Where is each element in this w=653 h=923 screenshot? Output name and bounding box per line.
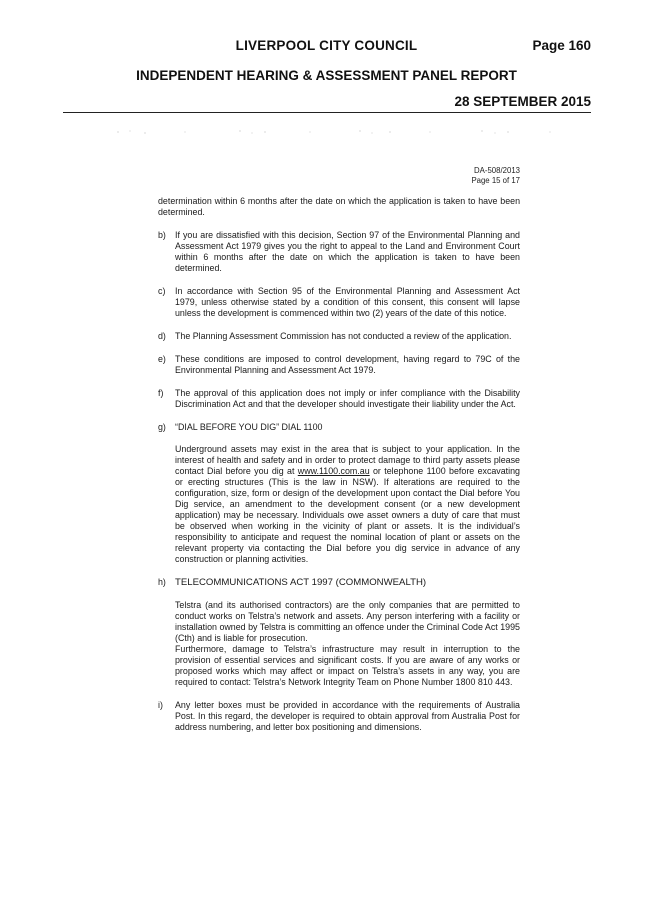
- item-text: Any letter boxes must be provided in acc…: [175, 700, 520, 732]
- item-text: If you are dissatisfied with this decisi…: [175, 230, 520, 273]
- list-item: c) In accordance with Section 95 of the …: [158, 286, 520, 319]
- item-label: f): [158, 388, 164, 398]
- item-text: These conditions are imposed to control …: [175, 354, 520, 375]
- header-date: 28 SEPTEMBER 2015: [454, 94, 591, 109]
- item-label: c): [158, 286, 166, 296]
- list-item: e) These conditions are imposed to contr…: [158, 354, 520, 376]
- item-text: The approval of this application does no…: [175, 388, 520, 409]
- telstra-text-2: Furthermore, damage to Telstra’s infrast…: [175, 644, 520, 687]
- list-item: f) The approval of this application does…: [158, 388, 520, 410]
- item-label: g): [158, 422, 166, 432]
- dial-text-after-link: or telephone 1100 before excavating or e…: [175, 466, 520, 564]
- header-rule: [63, 112, 591, 113]
- header-page-number: Page 160: [532, 38, 591, 53]
- item-label: i): [158, 700, 163, 710]
- item-heading: “DIAL BEFORE YOU DIG” DIAL 1100: [175, 422, 323, 432]
- list-item: b) If you are dissatisfied with this dec…: [158, 230, 520, 274]
- scan-specks: [117, 130, 551, 134]
- item-label: h): [158, 577, 166, 587]
- list-item-dial-before-you-dig: g) “DIAL BEFORE YOU DIG” DIAL 1100: [158, 422, 520, 433]
- item-heading: TELECOMMUNICATIONS ACT 1997 (COMMONWEALT…: [175, 577, 427, 588]
- item-text: In accordance with Section 95 of the Env…: [175, 286, 520, 318]
- telstra-text-1: Telstra (and its authorised contractors)…: [175, 600, 520, 643]
- item-label: e): [158, 354, 166, 364]
- conditions-body: determination within 6 months after the …: [158, 196, 520, 733]
- header-report-title: INDEPENDENT HEARING & ASSESSMENT PANEL R…: [136, 68, 517, 83]
- header-organization: LIVERPOOL CITY COUNCIL: [235, 38, 418, 53]
- dial-before-you-dig-link[interactable]: www.1100.com.au: [297, 466, 370, 476]
- item-text: The Planning Assessment Commission has n…: [175, 331, 512, 341]
- item-label: d): [158, 331, 166, 341]
- item-label: b): [158, 230, 166, 240]
- dial-before-you-dig-text: Underground assets may exist in the area…: [175, 444, 520, 565]
- document-reference: DA-508/2013 Page 15 of 17: [471, 166, 520, 185]
- list-item: d) The Planning Assessment Commission ha…: [158, 331, 520, 342]
- da-number: DA-508/2013: [474, 166, 520, 175]
- list-item-telecommunications: h) TELECOMMUNICATIONS ACT 1997 (COMMONWE…: [158, 577, 520, 588]
- dial-text-before-link: Underground assets may exist in the area…: [175, 444, 520, 476]
- continuation-paragraph: determination within 6 months after the …: [158, 196, 520, 217]
- page-of: Page 15 of 17: [471, 175, 520, 185]
- list-item-letter-boxes: i) Any letter boxes must be provided in …: [158, 700, 520, 733]
